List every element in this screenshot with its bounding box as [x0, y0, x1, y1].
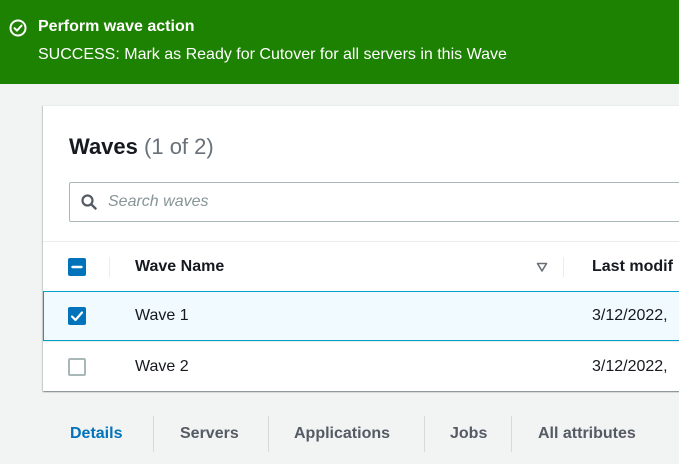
tab-servers[interactable]: Servers — [180, 425, 239, 442]
table-row[interactable]: Wave 2 3/12/2022, — [43, 341, 679, 391]
tab-divider — [424, 416, 425, 452]
success-flash-banner: Perform wave action SUCCESS: Mark as Rea… — [0, 0, 679, 84]
search-icon — [81, 194, 97, 210]
cell-wave-name: Wave 2 — [135, 358, 189, 375]
panel-count: (1 of 2) — [144, 134, 214, 159]
tab-divider — [511, 416, 512, 452]
column-header-wave-name[interactable]: Wave Name — [135, 258, 225, 275]
table-header: Wave Name Last modif — [43, 241, 679, 291]
cell-last-modified: 3/12/2022, — [592, 358, 668, 375]
tab-divider — [268, 416, 269, 452]
cell-wave-name: Wave 1 — [135, 307, 189, 324]
table-row[interactable]: Wave 1 3/12/2022, — [43, 291, 679, 341]
tab-divider — [153, 416, 154, 452]
column-header-last-modified[interactable]: Last modif — [592, 258, 673, 275]
search-input[interactable] — [108, 189, 679, 215]
panel-header: Waves (1 of 2) — [69, 132, 214, 162]
cell-last-modified: 3/12/2022, — [592, 307, 668, 324]
flash-title: Perform wave action — [38, 18, 195, 35]
tab-applications[interactable]: Applications — [294, 425, 391, 442]
column-divider — [109, 257, 110, 277]
tab-all-attributes[interactable]: All attributes — [538, 425, 636, 442]
row-checkbox[interactable] — [68, 307, 86, 325]
column-divider — [563, 257, 564, 277]
waves-table-panel: Waves (1 of 2) Wave Name Last modif Wave — [43, 105, 679, 391]
select-all-checkbox[interactable] — [68, 258, 86, 276]
minus-icon — [71, 265, 83, 269]
sort-down-icon[interactable] — [536, 261, 548, 273]
search-box — [69, 182, 679, 222]
check-circle-icon — [9, 19, 27, 37]
row-checkbox[interactable] — [68, 358, 86, 376]
checkmark-icon — [70, 311, 84, 322]
tab-details[interactable]: Details — [70, 425, 123, 442]
panel-title: Waves — [69, 134, 138, 159]
tab-jobs[interactable]: Jobs — [450, 425, 488, 442]
flash-message: SUCCESS: Mark as Ready for Cutover for a… — [38, 46, 507, 63]
